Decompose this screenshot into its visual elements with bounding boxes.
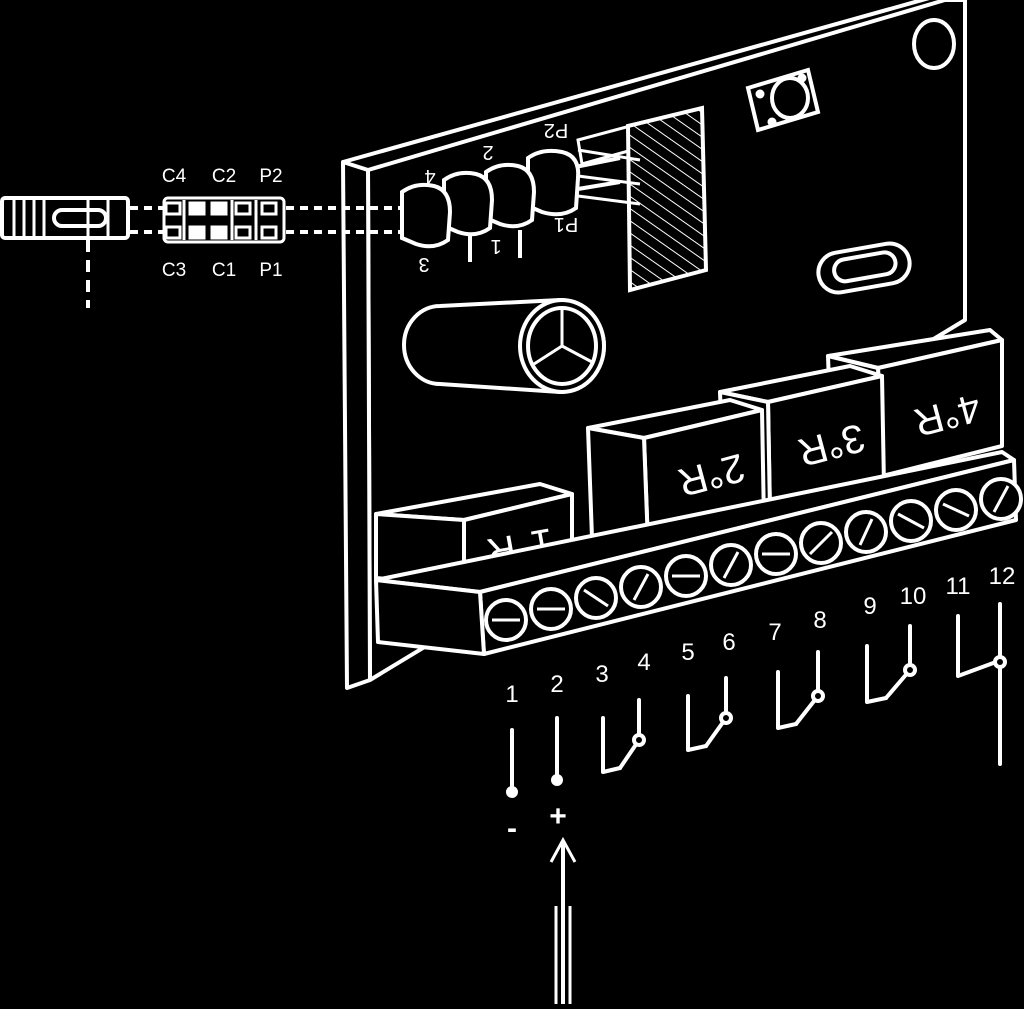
relay-contact-3-4 bbox=[601, 698, 646, 774]
screw bbox=[664, 554, 708, 598]
screw bbox=[754, 532, 798, 576]
power-terminal-2 bbox=[551, 716, 563, 786]
terminal-number-12: 12 bbox=[989, 563, 1016, 590]
connector-label-p1: P1 bbox=[259, 260, 282, 281]
crystal-oscillator bbox=[816, 241, 912, 295]
polarity-labels: - + bbox=[507, 800, 567, 845]
screw bbox=[484, 598, 528, 642]
wiring-symbols bbox=[506, 602, 1007, 798]
board-pin-label-2: 2 bbox=[482, 141, 493, 163]
board-pin-label-p1: P1 bbox=[554, 213, 578, 235]
terminal-number-5: 5 bbox=[681, 639, 694, 666]
terminal-numbers: 1 2 3 4 5 6 7 8 9 10 11 12 bbox=[505, 563, 1015, 708]
connector-labels: C4 C2 P2 C3 C1 P1 bbox=[162, 166, 283, 281]
relay-contact-5-6 bbox=[686, 676, 733, 752]
hatched-chip bbox=[576, 105, 709, 293]
power-terminal-1 bbox=[506, 728, 518, 798]
board-pin-label-p2: P2 bbox=[544, 119, 568, 141]
terminal-number-8: 8 bbox=[813, 607, 826, 634]
terminal-screws bbox=[484, 477, 1023, 642]
board-pin-labels: 4 2 P2 3 1 P1 bbox=[418, 119, 578, 275]
terminal-number-6: 6 bbox=[722, 629, 735, 656]
mounting-hole bbox=[912, 18, 956, 70]
cable-connector bbox=[0, 196, 130, 240]
terminal-number-9: 9 bbox=[863, 593, 876, 620]
terminal-number-7: 7 bbox=[768, 619, 781, 646]
screw bbox=[889, 499, 933, 543]
power-input-arrow bbox=[549, 836, 577, 1004]
polarity-plus: + bbox=[549, 800, 567, 833]
screw bbox=[709, 543, 753, 587]
relay-contact-11-12 bbox=[956, 602, 1007, 766]
board-pin-header bbox=[400, 148, 621, 262]
connector-link-lines bbox=[130, 206, 404, 234]
relay-contact-7-8 bbox=[776, 650, 825, 730]
screw bbox=[979, 477, 1023, 521]
polarity-minus: - bbox=[507, 812, 517, 845]
connector-label-c3: C3 bbox=[162, 260, 186, 281]
board-pin-label-4: 4 bbox=[424, 165, 435, 187]
screw bbox=[619, 565, 663, 609]
screw bbox=[934, 488, 978, 532]
connector-label-c1: C1 bbox=[212, 260, 236, 281]
terminal-number-11: 11 bbox=[946, 573, 971, 600]
terminal-number-3: 3 bbox=[595, 661, 608, 688]
relay-contact-9-10 bbox=[865, 624, 917, 704]
buzzer bbox=[402, 297, 606, 395]
terminal-number-4: 4 bbox=[637, 649, 650, 676]
screw bbox=[799, 521, 843, 565]
screw bbox=[844, 510, 888, 554]
screw bbox=[529, 587, 573, 631]
board-pin-label-1: 1 bbox=[490, 235, 501, 257]
screw bbox=[574, 576, 618, 620]
connector-label-c2: C2 bbox=[212, 166, 236, 187]
connector-label-p2: P2 bbox=[259, 166, 282, 187]
connector-pin-block bbox=[162, 196, 286, 244]
terminal-number-1: 1 bbox=[505, 681, 518, 708]
connector-label-c4: C4 bbox=[162, 166, 187, 187]
push-button bbox=[745, 67, 821, 133]
board-pin-label-3: 3 bbox=[418, 253, 429, 275]
terminal-number-2: 2 bbox=[550, 671, 563, 698]
terminal-number-10: 10 bbox=[900, 583, 927, 610]
